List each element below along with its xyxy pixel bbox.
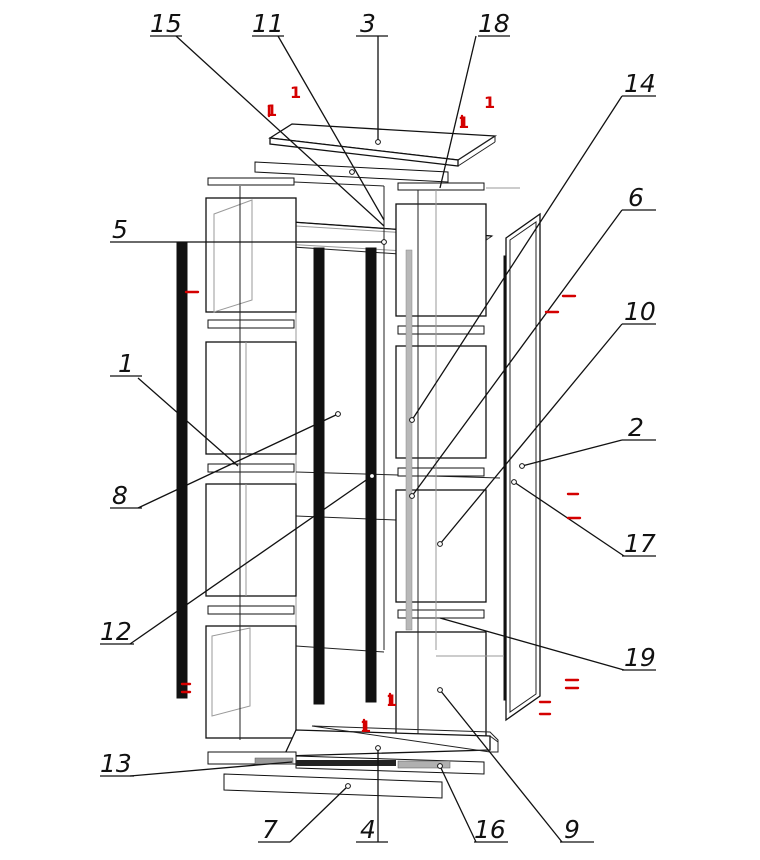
callout-17: 17 — [624, 529, 656, 558]
callout-9: 9 — [564, 815, 580, 844]
callout-6: 6 — [628, 183, 644, 212]
mark-1-c: 1 — [458, 113, 469, 132]
leader-lines — [100, 35, 656, 843]
leader-dots — [335, 139, 525, 789]
callout-4: 4 — [360, 815, 376, 844]
plinth-7 — [223, 773, 443, 799]
callout-labels: 15 11 3 18 14 6 5 10 1 2 8 17 12 19 13 7… — [100, 9, 656, 844]
mark-1-e: 1 — [386, 691, 397, 710]
bottom-panel-4 — [282, 725, 499, 757]
callout-10: 10 — [624, 297, 656, 326]
callout-7: 7 — [262, 815, 278, 844]
mark-1-d: 1 — [266, 101, 277, 120]
left-panel-stack — [205, 186, 297, 740]
callout-13: 13 — [100, 749, 132, 778]
mark-1-a: 1 — [290, 83, 301, 102]
callout-16: 16 — [474, 815, 506, 844]
top-panel-3 — [268, 123, 498, 167]
callout-14: 14 — [624, 69, 656, 98]
callout-18: 18 — [478, 9, 510, 38]
callout-11: 11 — [252, 9, 284, 38]
callout-8: 8 — [112, 481, 128, 510]
callout-5: 5 — [112, 215, 128, 244]
callout-3: 3 — [360, 9, 376, 38]
callout-19: 19 — [624, 643, 656, 672]
mark-1-b: 1 — [484, 93, 495, 112]
callout-1: 1 — [118, 349, 134, 378]
callout-12: 12 — [100, 617, 132, 646]
red-annotation-marks — [180, 104, 582, 732]
callout-2: 2 — [628, 413, 644, 442]
red-number-marks: 1 1 1 1 1 1 — [266, 83, 495, 736]
grey-rod-14 — [405, 249, 413, 631]
callout-15: 15 — [150, 9, 182, 38]
mark-1-f: 1 — [360, 717, 371, 736]
bottom-rail-16 — [295, 755, 485, 775]
